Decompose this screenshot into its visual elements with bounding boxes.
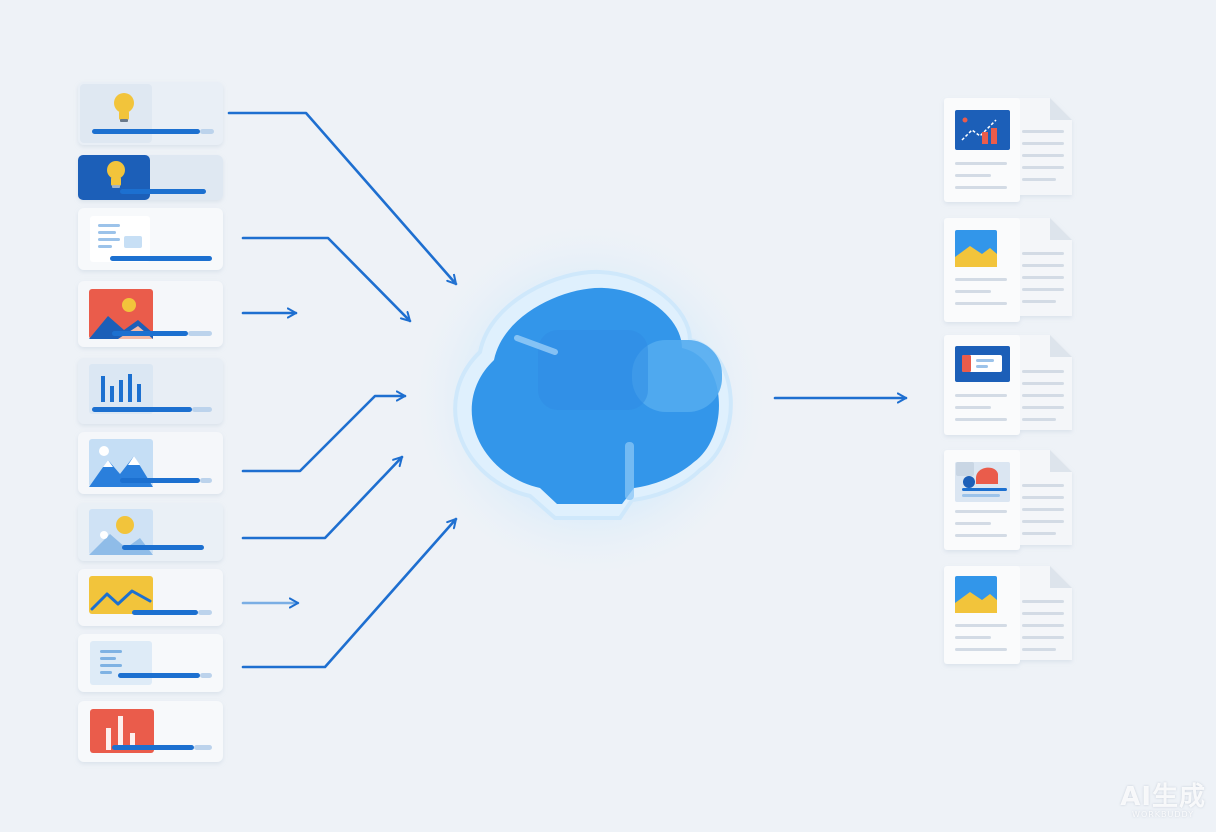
output-document-chart: [944, 98, 1072, 202]
lightbulb-icon: [114, 93, 134, 122]
watermark-main: AI生成: [1120, 782, 1206, 812]
input-card-document-2: [78, 634, 223, 692]
input-cards: [78, 82, 223, 762]
cloud-hub: [405, 215, 775, 585]
input-card-idea: [78, 82, 223, 145]
input-card-bar-chart: [78, 358, 223, 424]
line-chart-icon: [90, 589, 152, 611]
input-card-idea-highlighted: [78, 155, 223, 200]
input-card-photo-mountains: [78, 432, 223, 494]
input-card-photo-sunset: [78, 281, 223, 347]
output-document-card: [944, 335, 1072, 435]
input-card-document: [78, 208, 223, 270]
arrow-1: [227, 111, 458, 286]
arrow-2: [241, 236, 412, 323]
document-icon: [100, 650, 122, 674]
bar-chart-icon: [106, 716, 135, 750]
input-arrows: [227, 111, 458, 669]
chart-icon: [961, 117, 997, 144]
arrow-4: [241, 396, 407, 473]
cloud-icon: [453, 269, 733, 520]
lightbulb-icon: [107, 161, 125, 188]
output-document-image-2: [944, 566, 1072, 664]
image-icon: [955, 576, 997, 613]
watermark-sub: WORKBUDDY: [1132, 810, 1195, 819]
input-card-line-chart: [78, 569, 223, 626]
bar-chart-icon: [101, 374, 141, 402]
image-icon: [955, 462, 1010, 502]
input-card-bar-chart-red: [78, 701, 223, 762]
input-card-photo-sun: [78, 503, 223, 561]
arrow-7: [241, 517, 458, 669]
arrow-5: [241, 455, 404, 540]
output-document-photo: [944, 450, 1072, 550]
watermark: AI生成 WORKBUDDY: [1120, 784, 1206, 820]
image-icon: [955, 230, 997, 267]
document-icon: [98, 224, 142, 248]
output-document-image: [944, 218, 1072, 322]
output-documents: [944, 98, 1072, 664]
card-icon: [955, 346, 1010, 382]
